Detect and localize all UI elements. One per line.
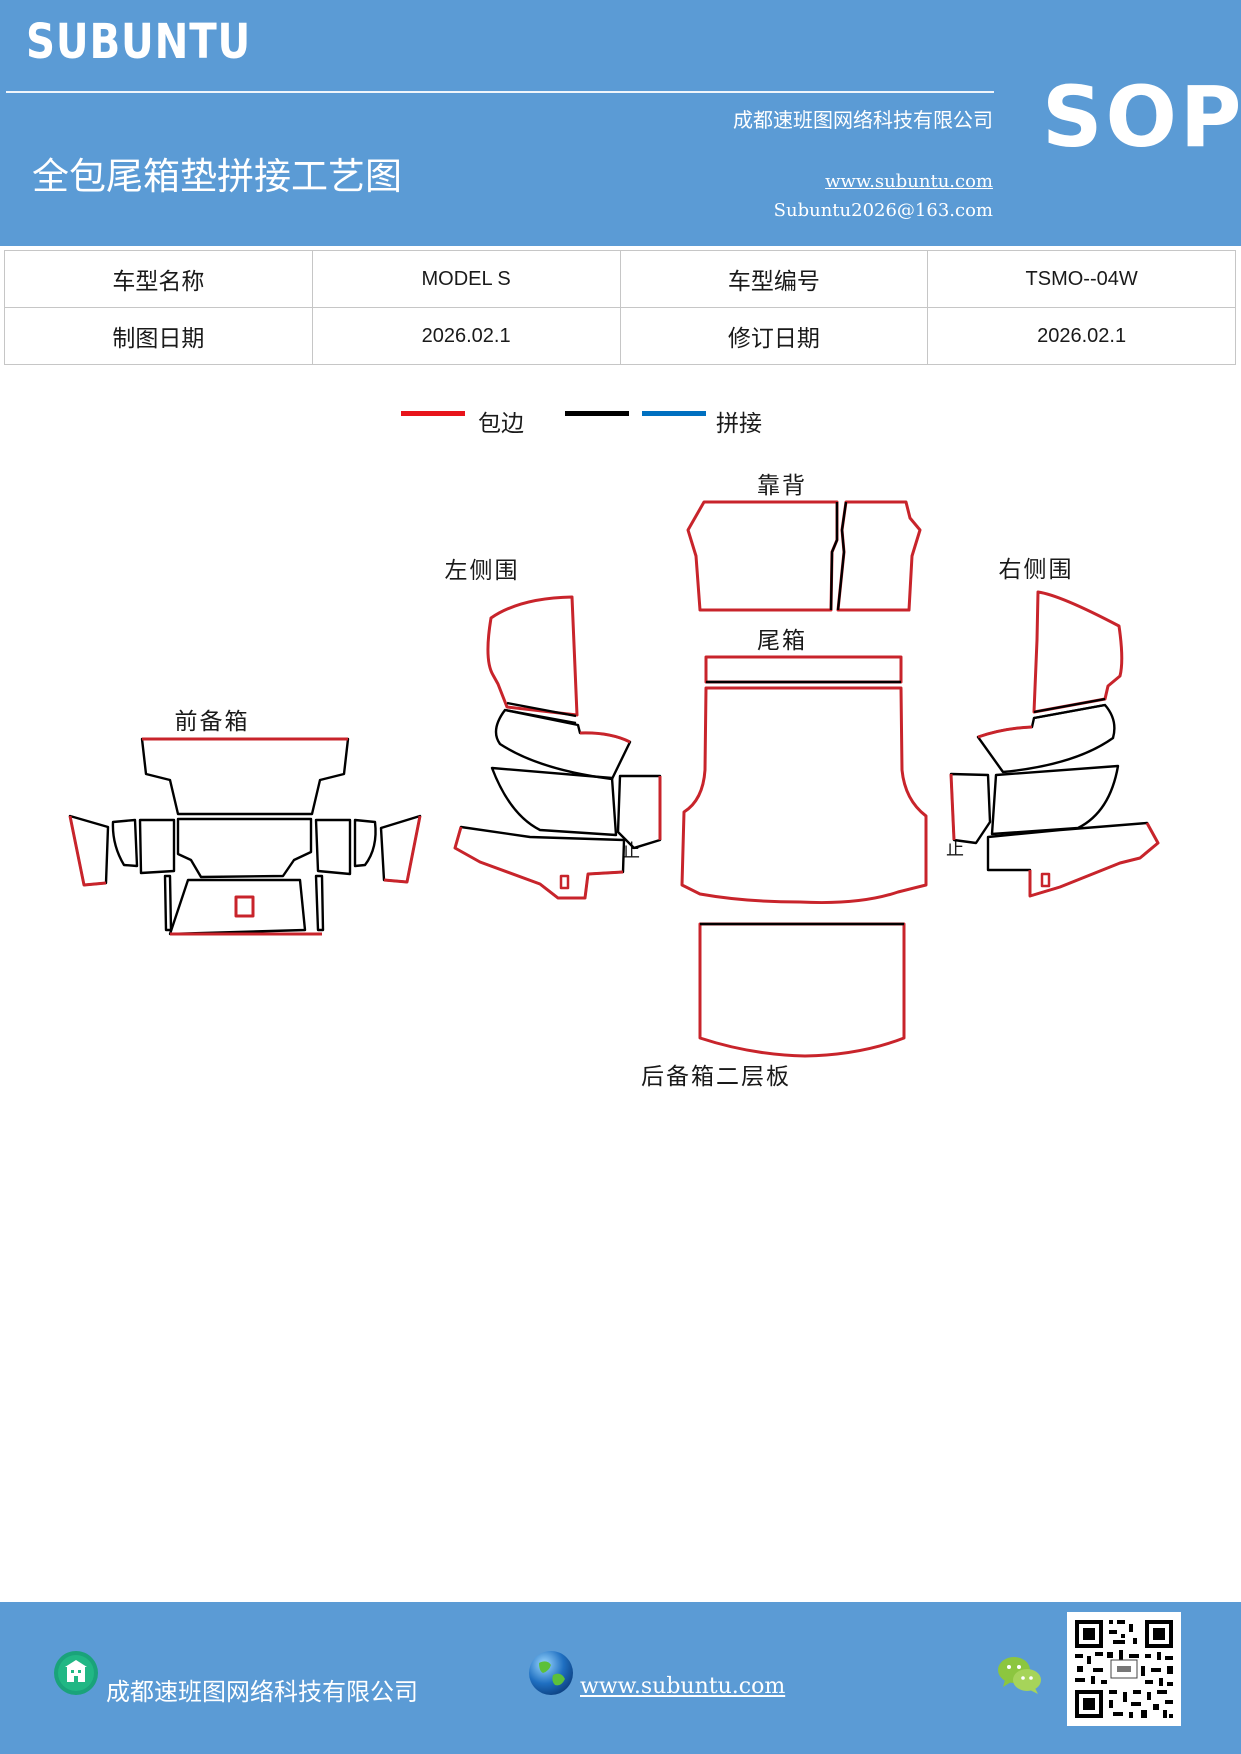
left-side-mid-1-edge (579, 731, 631, 744)
left-side-rear (616, 774, 662, 850)
backrest-right-seam (836, 501, 848, 611)
model-name-value: MODEL S (311, 250, 621, 308)
front-trunk-left-side (138, 818, 176, 875)
front-trunk-left-end-edge (68, 815, 107, 887)
revision-date-label: 修订日期 (619, 307, 929, 365)
backrest-right (836, 500, 922, 612)
right-side-rear-edge (949, 773, 956, 841)
left-side-cutout (559, 874, 570, 890)
email-address: Subuntu2026@163.com (773, 200, 993, 221)
header-divider (6, 91, 994, 93)
label-left-side: 左侧围 (445, 558, 520, 584)
front-trunk-left-mid (111, 818, 139, 868)
left-side-upper (486, 595, 579, 717)
right-side-upper (1032, 590, 1124, 714)
front-trunk-right-end-edge (383, 815, 422, 884)
label-trunk: 尾箱 (757, 628, 807, 654)
right-side-cutout (1040, 872, 1051, 888)
document-title: 全包尾箱垫拼接工艺图 (32, 155, 402, 198)
footer-website-link[interactable]: www.subuntu.com (580, 1674, 786, 1699)
trunk-main (680, 686, 928, 905)
front-trunk-right-side (314, 818, 352, 876)
right-side-pieces (949, 590, 1160, 898)
stop-mark-left: 止 (622, 841, 642, 862)
brand-logo: SUBUNTU (26, 14, 252, 70)
front-trunk-right-mid (353, 818, 377, 868)
front-trunk-pieces (68, 737, 422, 936)
front-trunk-bottom-left (163, 874, 173, 932)
legend-stitch-black-swatch (565, 411, 629, 416)
website-link[interactable]: www.subuntu.com (825, 171, 993, 192)
left-side-mid-2 (490, 766, 618, 837)
sop-badge: SOP (1042, 68, 1241, 166)
label-front-trunk: 前备箱 (175, 709, 250, 735)
trunk-pieces (680, 655, 928, 905)
qr-code (1067, 1612, 1181, 1726)
page-header: SUBUNTU 成都速班图网络科技有限公司 全包尾箱垫拼接工艺图 www.sub… (0, 0, 1241, 246)
model-name-label: 车型名称 (4, 250, 313, 308)
right-side-mid-1 (976, 703, 1116, 774)
left-side-lower-edge (453, 826, 624, 900)
trunk-top-strip (704, 655, 903, 684)
label-backrest: 靠背 (757, 473, 807, 499)
right-side-lower-edge (1028, 822, 1160, 898)
draw-date-value: 2026.02.1 (311, 307, 621, 365)
left-side-pieces (453, 595, 662, 900)
table-row: 车型名称 MODEL S 车型编号 TSMO--04W (4, 250, 1236, 308)
legend-stitch-label: 拼接 (716, 411, 762, 437)
draw-date-label: 制图日期 (4, 307, 313, 365)
building-icon (54, 1651, 98, 1695)
line-legend: 包边 拼接 (0, 398, 1241, 438)
globe-icon (529, 1651, 573, 1695)
legend-stitch-blue-swatch (642, 411, 706, 416)
revision-date-value: 2026.02.1 (927, 307, 1236, 365)
model-code-label: 车型编号 (619, 250, 929, 308)
front-trunk-bottom-right (314, 874, 325, 932)
backrest-left-seam (829, 502, 839, 611)
legend-wrap-swatch (401, 411, 465, 416)
company-name: 成都速班图网络科技有限公司 (733, 108, 993, 132)
right-side-rear (949, 772, 992, 845)
label-second-floor: 后备箱二层板 (641, 1064, 791, 1090)
right-side-mid-2 (990, 764, 1120, 836)
footer-company-name: 成都速班图网络科技有限公司 (106, 1678, 418, 1706)
second-floor-panel (698, 922, 906, 1058)
legend-wrap-label: 包边 (478, 411, 524, 437)
stop-mark-right: 止 (946, 839, 966, 860)
right-side-mid-1-edge (977, 725, 1033, 739)
front-trunk-cutout (234, 895, 255, 918)
vehicle-info-table: 车型名称 MODEL S 车型编号 TSMO--04W 制图日期 2026.02… (4, 250, 1236, 365)
wechat-icon (998, 1657, 1041, 1694)
model-code-value: TSMO--04W (927, 250, 1236, 308)
front-trunk-top-piece (140, 737, 350, 816)
front-trunk-bottom-center (168, 878, 307, 936)
front-trunk-center (176, 817, 313, 879)
page-footer: 成都速班图网络科技有限公司 www.subuntu.com (0, 1602, 1241, 1754)
table-row: 制图日期 2026.02.1 修订日期 2026.02.1 (4, 307, 1236, 365)
backrest-pieces (686, 500, 922, 612)
label-right-side: 右侧围 (999, 557, 1074, 583)
trunk-mat-diagram: 前备箱 左侧围 靠背 尾箱 右侧围 后备箱二层板 止 止 (68, 473, 1160, 1090)
backrest-left (686, 500, 839, 612)
